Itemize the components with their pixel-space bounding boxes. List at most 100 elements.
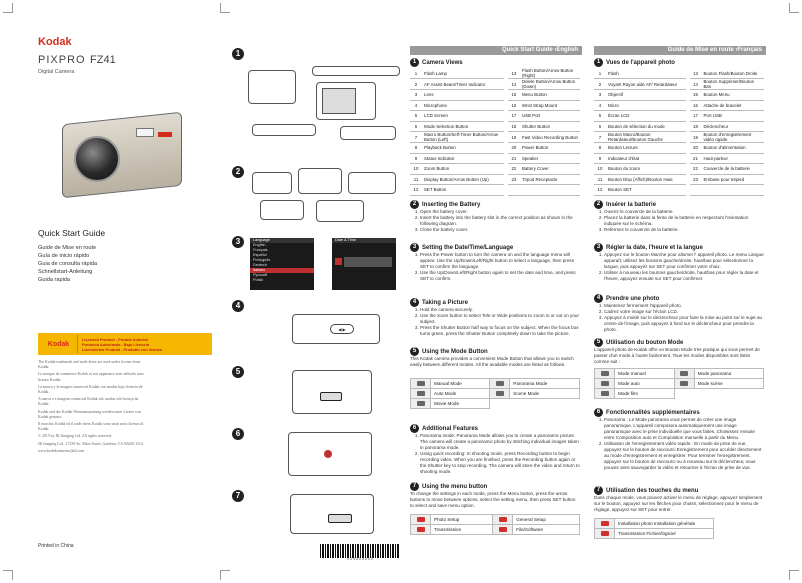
camera-front-sketch: [248, 70, 296, 104]
section-number-icon: 3: [410, 243, 419, 252]
zoom-button-icon: ◀ ▶: [330, 324, 354, 334]
part-number: 16: [507, 100, 520, 111]
menu-row: Português: [253, 258, 271, 262]
part-number: 10: [594, 163, 606, 175]
menu-row: Español: [253, 253, 267, 257]
part-number: 11: [594, 174, 606, 185]
menu-row: Deutsch: [253, 263, 267, 267]
screen-header: Language: [250, 238, 314, 243]
part-label: Status Indicator: [422, 153, 504, 164]
barcode-digits: 0 0 0 0 0 0 0 0 0: [347, 557, 373, 561]
crop-mark-tm: [220, 3, 230, 13]
part-label: SET Button: [422, 184, 504, 196]
part-label: Déclencheur: [701, 121, 764, 132]
part-label: Attache de bracelet: [701, 100, 764, 111]
photo-setup-icon: [410, 514, 431, 525]
scene-mode-icon: [489, 388, 511, 399]
section-number-icon: 1: [594, 58, 603, 67]
section-number-icon: 5: [594, 338, 603, 347]
part-number: 4: [410, 100, 422, 111]
part-label: Voyant Rayon aide AF/ Retardateur: [606, 78, 686, 90]
part-number: 20: [689, 142, 702, 154]
camera-bottom-sketch: [252, 124, 316, 136]
part-number: 22: [689, 163, 702, 175]
part-number: 4: [594, 100, 606, 111]
figure-6: 6: [232, 428, 404, 480]
tagline: Digital Camera: [38, 69, 75, 75]
manual-mode-icon: [594, 368, 615, 379]
part-number: 19: [507, 131, 520, 143]
scene-mode-icon: [673, 378, 695, 389]
part-label: [701, 184, 764, 196]
menu-button-icon: [328, 514, 352, 523]
part-number: 6: [410, 121, 422, 132]
part-label: Bouton d'enregistrement vidéo rapide: [701, 131, 764, 143]
part-number: 17: [689, 110, 702, 122]
part-number: 10: [410, 163, 422, 175]
camera-top-sketch: [312, 66, 400, 76]
part-label: AF Assist Beam/Timer Indicator: [422, 78, 504, 90]
panorama-mode-icon: [673, 368, 695, 379]
date-time-fields: [344, 257, 392, 267]
figure-3: 3 Language English Français Español Port…: [232, 236, 404, 296]
part-label: Bouton Lecture: [606, 142, 686, 154]
section-number-icon: 5: [410, 347, 419, 356]
part-number: 3: [594, 89, 606, 101]
part-label: Objectif: [606, 89, 686, 101]
date-time-selected-icon: [335, 258, 342, 265]
part-number: 1: [410, 68, 422, 79]
part-label: Bouton Macro/Bouton Retardateur/Bouton G…: [606, 131, 686, 143]
part-label: Flash: [606, 68, 686, 79]
model-prefix: PIXPRO: [38, 54, 86, 66]
crop-mark-bm: [220, 570, 230, 580]
battery-step-5-sketch: [316, 200, 364, 222]
part-label: Speaker: [519, 153, 580, 164]
part-label: [519, 184, 580, 196]
part-number: 3: [410, 89, 422, 101]
menu-row-selected: Italiano: [250, 268, 314, 273]
transmission-icon: [410, 524, 431, 535]
manual-mode-icon: [410, 378, 431, 389]
camera-hold-sketch: [292, 314, 380, 344]
part-label: Power Button: [519, 142, 580, 154]
cover-language-item: Guía de inicio rápido: [38, 253, 90, 259]
part-label: Bouton SET: [606, 184, 686, 196]
figure-number: 1: [232, 48, 244, 60]
part-label: Bouton du zoom: [606, 163, 686, 175]
part-number: 13: [507, 68, 520, 79]
english-header: Quick Start Guide ›English: [410, 46, 582, 55]
menu-row: Polski: [253, 278, 264, 282]
fr-section-7-body: Dans chaque mode, vous pouvez activer le…: [594, 495, 763, 512]
cover-language-list: Guide de Mise en route Guía de inicio rá…: [38, 244, 97, 284]
part-label: Indicateur d'état: [606, 153, 686, 164]
part-label: Mode Selection Button: [422, 121, 504, 132]
en-section-4-body: Hold the camera securely. Use the zoom b…: [410, 307, 580, 337]
camera-brand-mark: [158, 132, 172, 137]
license-kodak-logo: Kodak: [40, 335, 78, 353]
part-label: Shutter Button: [519, 121, 580, 132]
license-line: Lizenziertes Produkt - Prodotto con lice…: [82, 346, 162, 352]
printed-in: Printed in China: [38, 543, 74, 549]
camera-lens-icon: [74, 136, 120, 182]
figure-4: 4 ◀ ▶: [232, 300, 404, 356]
license-line: Licensed Product - Produit Autorisé: [82, 336, 149, 342]
figure-number: 5: [232, 366, 244, 378]
part-number: 12: [410, 184, 422, 196]
battery-step-4-sketch: [260, 200, 304, 220]
part-label: Menu Button: [519, 89, 580, 101]
cover-language-item: Guida rapida: [38, 277, 71, 283]
figure-number: 2: [232, 166, 244, 178]
battery-step-2-sketch: [298, 168, 342, 194]
section-number-icon: 3: [594, 243, 603, 252]
